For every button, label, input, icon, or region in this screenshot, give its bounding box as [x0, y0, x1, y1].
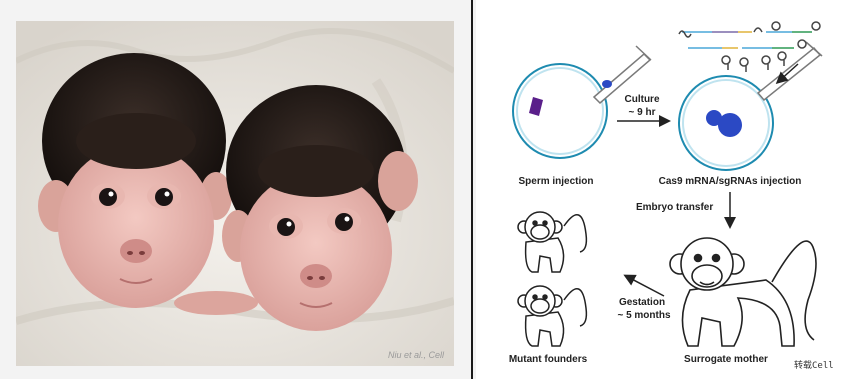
watermark: 转载Cell	[794, 359, 834, 371]
sperm-injection-label: Sperm injection	[518, 176, 593, 187]
embryo-cas9-injection	[679, 76, 773, 170]
culture-time-label: ~ 9 hr	[629, 107, 656, 118]
gestation-time-label: ~ 5 months	[617, 310, 671, 321]
culture-label: Culture	[625, 94, 660, 105]
monkey-photo-panel: Niu et al., Cell	[16, 21, 454, 366]
gestation-label: Gestation	[619, 297, 665, 308]
mutant-founders-label: Mutant founders	[509, 354, 588, 365]
panel-divider	[471, 0, 473, 379]
surrogate-mother-monkey-icon	[670, 238, 816, 346]
mutant-founder-monkey-top-icon	[518, 212, 586, 272]
gene-editing-diagram: Culture ~ 9 hr	[476, 0, 854, 379]
baby-monkeys-photo	[16, 21, 454, 366]
diagram-panel: Culture ~ 9 hr	[476, 0, 854, 379]
oocyte-sperm-injection	[513, 64, 607, 158]
gestation-arrow	[626, 276, 664, 296]
surrogate-mother-label: Surrogate mother	[684, 354, 768, 365]
pronucleus-large-icon	[718, 113, 742, 137]
cas9-injection-label: Cas9 mRNA/sgRNAs injection	[659, 176, 802, 187]
mutant-founder-monkey-bottom-icon	[518, 286, 586, 346]
embryo-transfer-label: Embryo transfer	[636, 202, 713, 213]
photo-credit: Niu et al., Cell	[388, 350, 444, 360]
